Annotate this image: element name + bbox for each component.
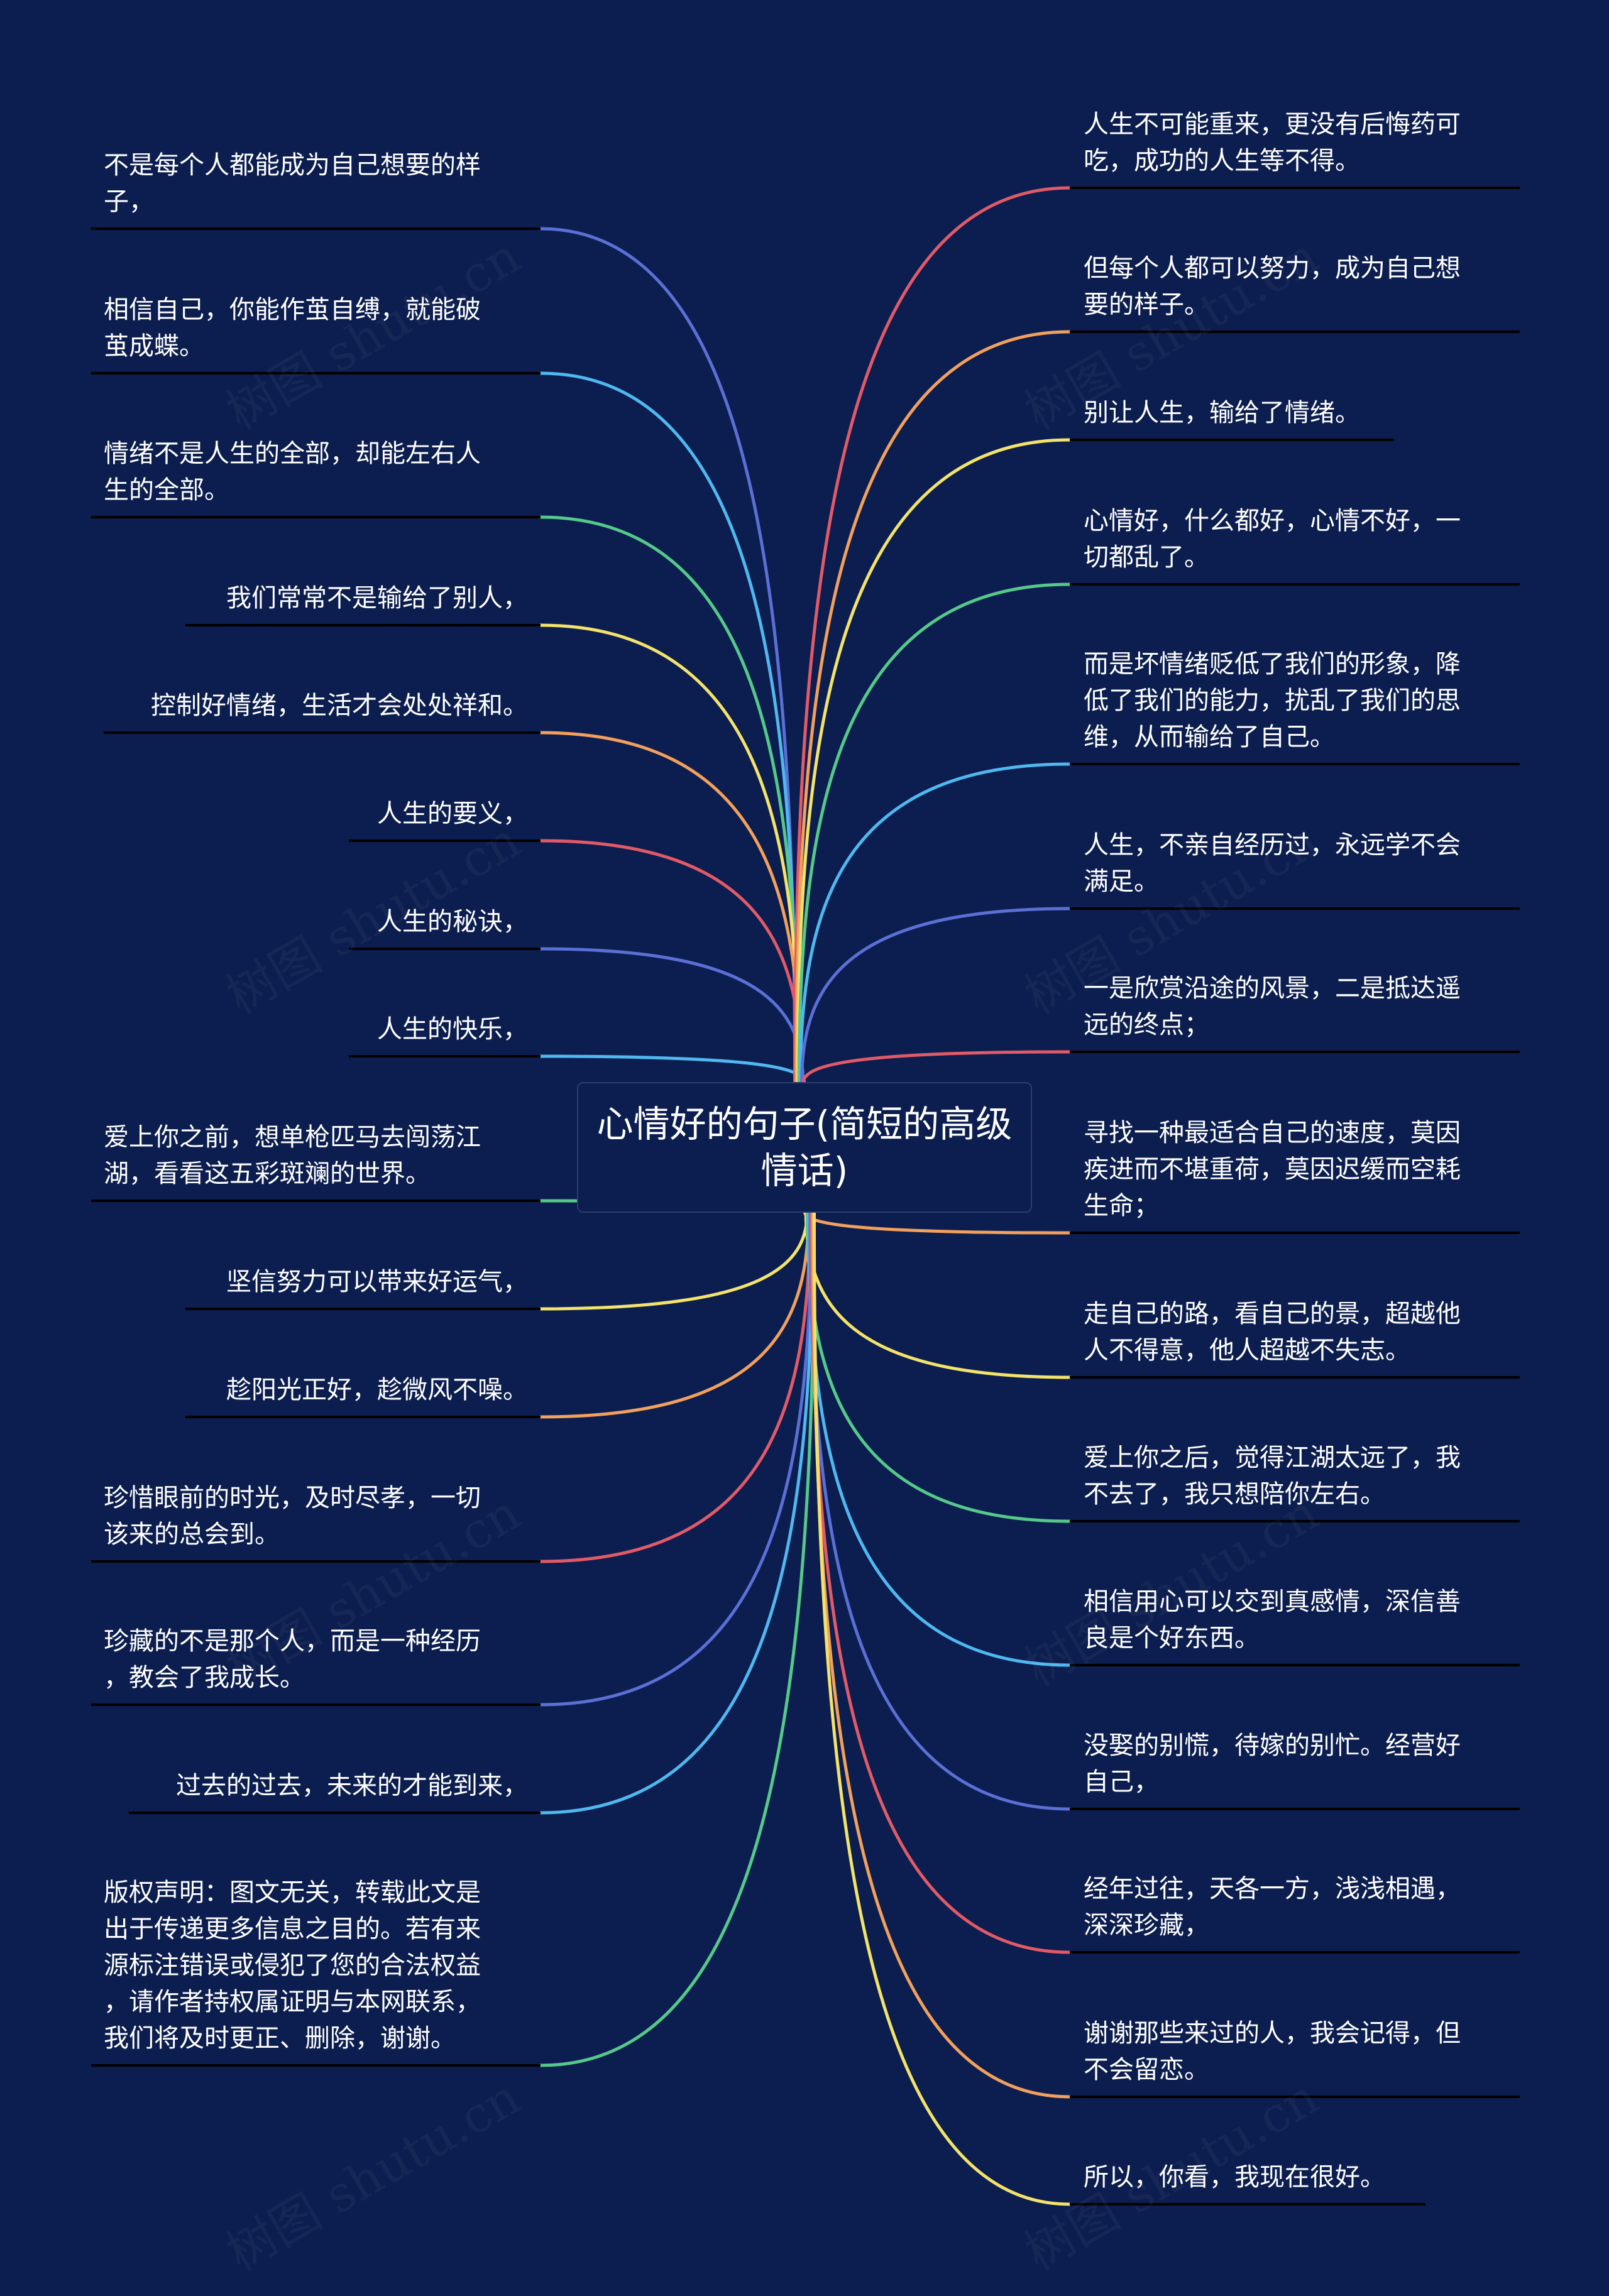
left-item-10-text[interactable]: 坚信努力可以带来好运气， <box>226 1267 528 1296</box>
right-item-3-text[interactable]: 别让人生，输给了情绪。 <box>1084 398 1360 427</box>
right-item-12-text[interactable]: 没娶的别慌，待嫁的别忙。经营好 自己， <box>1084 1731 1461 1796</box>
left-item-7-text[interactable]: 人生的秘诀， <box>377 907 528 936</box>
right-item-2-branch <box>794 330 1072 1085</box>
right-item-11-text[interactable]: 相信用心可以交到真感情，深信善 良是个好东西。 <box>1084 1587 1461 1653</box>
right-item-11-branch <box>807 1210 1072 1667</box>
left-item-8-text[interactable]: 人生的快乐， <box>377 1015 528 1044</box>
right-item-15-branch <box>812 1210 1072 2206</box>
left-item-15-text[interactable]: 版权声明：图文无关，转载此文是 出于传递更多信息之目的。若有来 源标注错误或侵犯… <box>104 1878 481 2053</box>
right-item-7-branch <box>801 1050 1072 1085</box>
right-item-10-text[interactable]: 爱上你之后，觉得江湖太远了，我 不去了，我只想陪你左右。 <box>1084 1443 1461 1509</box>
right-item-1-branch <box>793 186 1072 1085</box>
right-item-5-text[interactable]: 而是坏情绪贬低了我们的形象，降 低了我们的能力，扰乱了我们的思 维，从而输给了自… <box>1084 650 1461 752</box>
right-item-9-branch <box>804 1210 1072 1379</box>
branch-lines <box>539 186 1072 2206</box>
left-item-3-branch <box>539 515 799 1085</box>
left-item-4-branch <box>539 623 801 1085</box>
left-item-6-text[interactable]: 人生的要义， <box>377 799 528 828</box>
center-topic-node[interactable]: 心情好的句子(简短的高级情话) <box>577 1082 1032 1213</box>
right-item-6-branch <box>800 907 1072 1085</box>
right-item-9-text[interactable]: 走自己的路，看自己的景，超越他 人不得意，他人超越不失志。 <box>1084 1299 1461 1365</box>
right-item-1-text[interactable]: 人生不可能重来，更没有后悔药可 吃，成功的人生等不得。 <box>1084 110 1461 175</box>
left-item-13-text[interactable]: 珍藏的不是那个人，而是一种经历 ，教会了我成长。 <box>104 1627 481 1692</box>
left-item-14-text[interactable]: 过去的过去，未来的才能到来， <box>176 1771 528 1800</box>
right-item-8-text[interactable]: 寻找一种最适合自己的速度，莫因 疾进而不堪重荷，莫因迟缓而空耗 生命； <box>1084 1118 1461 1220</box>
left-item-3-text[interactable]: 情绪不是人生的全部，却能左右人 生的全部。 <box>104 439 481 505</box>
left-item-7-branch <box>539 947 805 1085</box>
right-item-14-branch <box>811 1210 1072 2099</box>
left-item-4-text[interactable]: 我们常常不是输给了别人， <box>226 584 528 613</box>
left-item-13-branch <box>539 1210 813 1707</box>
right-item-2-text[interactable]: 但每个人都可以努力，成为自己想 要的样子。 <box>1084 254 1461 319</box>
right-item-12-branch <box>808 1210 1072 1811</box>
right-item-7-text[interactable]: 一是欣赏沿途的风景，二是抵达遥 远的终点； <box>1084 974 1461 1039</box>
right-item-8-branch <box>803 1210 1072 1235</box>
right-item-14-text[interactable]: 谢谢那些来过的人，我会记得，但 不会留恋。 <box>1084 2019 1461 2084</box>
left-item-15-branch <box>539 1210 816 2067</box>
left-item-6-branch <box>539 839 804 1085</box>
center-topic-text: 心情好的句子(简短的高级情话) <box>596 1103 1013 1192</box>
left-item-11-text[interactable]: 趁阳光正好，趁微风不噪。 <box>226 1375 528 1404</box>
left-item-1-text[interactable]: 不是每个人都能成为自己想要的样 子， <box>104 151 481 216</box>
left-item-9-text[interactable]: 爱上你之前，想单枪匹马去闯荡江 湖，看看这五彩斑斓的世界。 <box>104 1123 481 1188</box>
left-item-8-branch <box>539 1054 806 1085</box>
left-item-12-text[interactable]: 珍惜眼前的时光，及时尽孝，一切 该来的总会到。 <box>104 1484 481 1549</box>
right-item-4-text[interactable]: 心情好，什么都好，心情不好，一 切都乱了。 <box>1084 506 1461 572</box>
right-item-4-branch <box>797 582 1072 1085</box>
left-item-10-branch <box>539 1210 809 1311</box>
left-item-5-text[interactable]: 控制好情绪，生活才会处处祥和。 <box>151 691 528 720</box>
left-item-12-branch <box>539 1210 812 1563</box>
right-item-15-text[interactable]: 所以，你看，我现在很好。 <box>1084 2163 1385 2192</box>
right-item-5-branch <box>798 762 1072 1085</box>
left-item-11-branch <box>539 1210 811 1419</box>
left-item-2-text[interactable]: 相信自己，你能作茧自缚，就能破 茧成蝶。 <box>104 295 481 361</box>
right-item-6-text[interactable]: 人生，不亲自经历过，永远学不会 满足。 <box>1084 831 1461 896</box>
left-item-2-branch <box>539 371 798 1085</box>
right-item-13-branch <box>810 1210 1072 1954</box>
left-item-14-branch <box>539 1210 815 1815</box>
leaf-underlines <box>91 187 1520 2206</box>
right-item-13-text[interactable]: 经年过往，天各一方，浅浅相遇， 深深珍藏， <box>1084 1874 1461 1940</box>
right-item-3-branch <box>796 438 1072 1085</box>
